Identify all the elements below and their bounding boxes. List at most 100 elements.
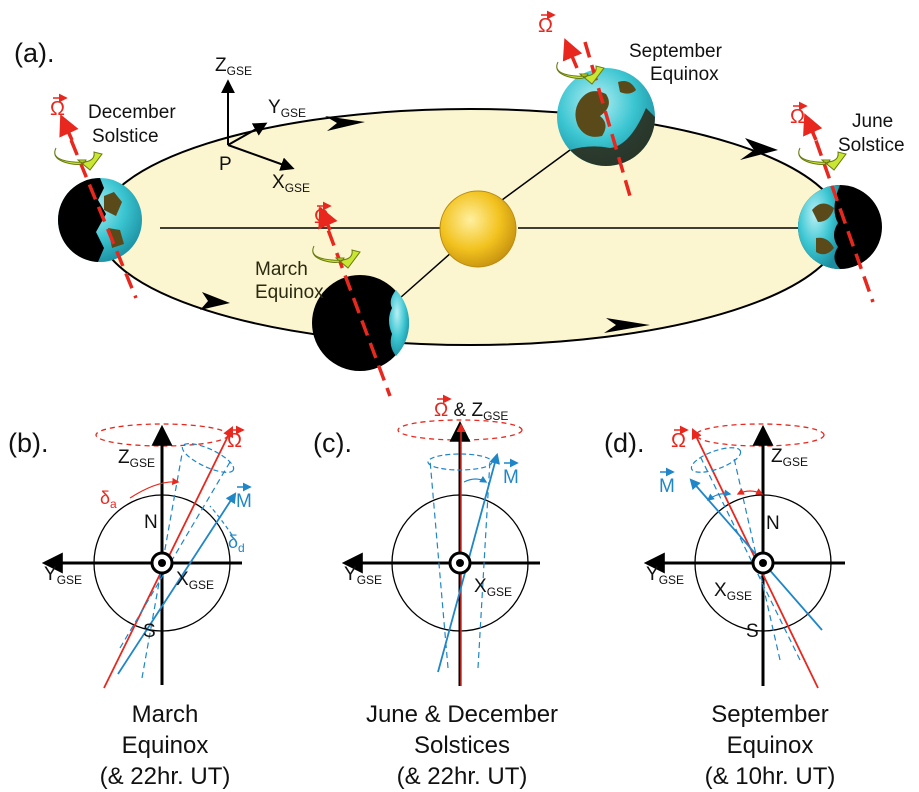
orbit-direction-arrow [740, 138, 778, 160]
panel-b: (b). ZGSE YGSE XGSE N S Ω M δa δd [8, 423, 252, 689]
omega-symbol: Ω [671, 430, 686, 452]
sun [439, 190, 517, 268]
svg-text:ZGSE: ZGSE [771, 446, 808, 469]
panel-d: (d). ZGSE YGSE XGSE N S Ω M [604, 423, 845, 689]
june-solstice-label: June Solstice [838, 111, 905, 156]
delta-d-subscript: d [238, 541, 245, 555]
omega-symbol: Ω [50, 98, 65, 120]
march-equinox-label: March Equinox [255, 259, 324, 303]
sun-september-line [501, 149, 571, 201]
y-axis-label: Y [344, 564, 357, 585]
delta-a-label: δ [100, 488, 110, 508]
september-equinox-label: September Equinox [629, 41, 727, 85]
caption-line: September [711, 701, 829, 728]
axis-subscript: GSE [285, 181, 310, 195]
z-axis-label: Z [118, 447, 130, 468]
orbit-direction-arrow [604, 318, 650, 333]
x-axis-label: X [272, 172, 285, 193]
dipole-m-label: M [659, 476, 675, 497]
north-label: N [144, 512, 158, 533]
axis-subscript: GSE [783, 455, 808, 469]
delta-a-subscript: a [110, 497, 117, 511]
panel-c-label: (c). [313, 428, 352, 458]
svg-text:YGSE: YGSE [344, 564, 382, 587]
earth-december [57, 178, 142, 262]
rotation-arrow-icon [54, 147, 103, 171]
axis-subscript: GSE [357, 573, 382, 587]
delta-d-label: δ [228, 532, 238, 552]
omega-symbol: Ω [538, 15, 553, 37]
panel-c: (c). Ω & ZGSE YGSE XGSE M [313, 394, 540, 686]
axis-subscript: GSE [57, 573, 82, 587]
axis-subscript: GSE [487, 585, 512, 599]
axis-subscript: GSE [281, 106, 306, 120]
y-axis-label: Y [44, 564, 57, 585]
panel-a-label: (a). [14, 38, 55, 68]
caption-line: (& 22hr. UT) [396, 763, 528, 790]
svg-text:ZGSE: ZGSE [215, 55, 252, 78]
axis-subscript: GSE [659, 573, 684, 587]
orbit-direction-arrow [200, 292, 230, 310]
axis-subscript: GSE [227, 64, 252, 78]
orbit-direction-arrow [325, 116, 365, 131]
y-axis-label: Y [268, 97, 281, 118]
caption-line: (& 10hr. UT) [704, 763, 836, 790]
earth-march [312, 275, 410, 371]
axis-subscript: GSE [189, 578, 214, 592]
z-axis-label: Z [215, 55, 227, 76]
svg-text:XGSE: XGSE [176, 569, 214, 592]
omega-symbol: Ω [790, 106, 805, 128]
y-axis-label: Y [646, 564, 659, 585]
omega-z-label: Ω & ZGSE [434, 400, 508, 423]
svg-text:ZGSE: ZGSE [118, 447, 155, 470]
svg-text:δa: δa [100, 488, 117, 511]
dipole-cone-ellipse [181, 443, 235, 473]
south-label: S [143, 621, 156, 642]
march-spin-axis [318, 207, 392, 397]
svg-text:XGSE: XGSE [714, 580, 752, 603]
svg-text:δd: δd [228, 532, 245, 555]
origin-label-p: P [219, 154, 232, 175]
omega-precession-ellipse [695, 423, 825, 447]
dipole-cone-ellipse [690, 447, 742, 473]
june-spin-axis [806, 117, 875, 303]
axis-subscript: GSE [727, 589, 752, 603]
svg-text:YGSE: YGSE [268, 97, 306, 120]
panel-d-label: (d). [604, 428, 645, 458]
z-axis-label: Z [771, 446, 783, 467]
caption-line: Equinox [121, 732, 209, 759]
south-label: S [746, 621, 759, 642]
svg-text:XGSE: XGSE [272, 172, 310, 195]
sun-march-line [399, 251, 453, 299]
svg-text:YGSE: YGSE [646, 564, 684, 587]
dipole-m-label: M [236, 491, 252, 512]
caption-line: June & December [365, 701, 559, 728]
dipole-m-label: M [503, 467, 519, 488]
panel-b-label: (b). [8, 428, 49, 458]
december-solstice-label: December Solstice [88, 102, 181, 147]
rotation-arrow-icon [798, 147, 847, 171]
dipole-cone-ellipse [427, 453, 493, 471]
caption-line: Solstices [413, 732, 511, 759]
x-axis-label: X [474, 576, 487, 597]
rotation-arrow-icon [312, 245, 361, 269]
earth-june [798, 185, 882, 269]
north-label: N [766, 513, 780, 534]
axis-subscript: GSE [130, 456, 155, 470]
x-axis-label: X [714, 580, 727, 601]
caption-line: (& 22hr. UT) [99, 763, 231, 790]
panel-d-caption: September Equinox (& 10hr. UT) [650, 699, 890, 792]
caption-line: Equinox [726, 732, 814, 759]
gse-axes-triad: ZGSE YGSE XGSE P [215, 55, 310, 195]
svg-text:XGSE: XGSE [474, 576, 512, 599]
panel-b-caption: March Equinox (& 22hr. UT) [45, 699, 285, 792]
omega-symbol: Ω [314, 206, 329, 228]
svg-text:YGSE: YGSE [44, 564, 82, 587]
september-spin-axis [583, 41, 632, 197]
caption-line: March [131, 701, 199, 728]
december-spin-axis [60, 117, 138, 299]
x-axis-label: X [176, 569, 189, 590]
omega-symbol: Ω [227, 430, 242, 452]
panel-c-caption: June & December Solstices (& 22hr. UT) [342, 699, 582, 792]
